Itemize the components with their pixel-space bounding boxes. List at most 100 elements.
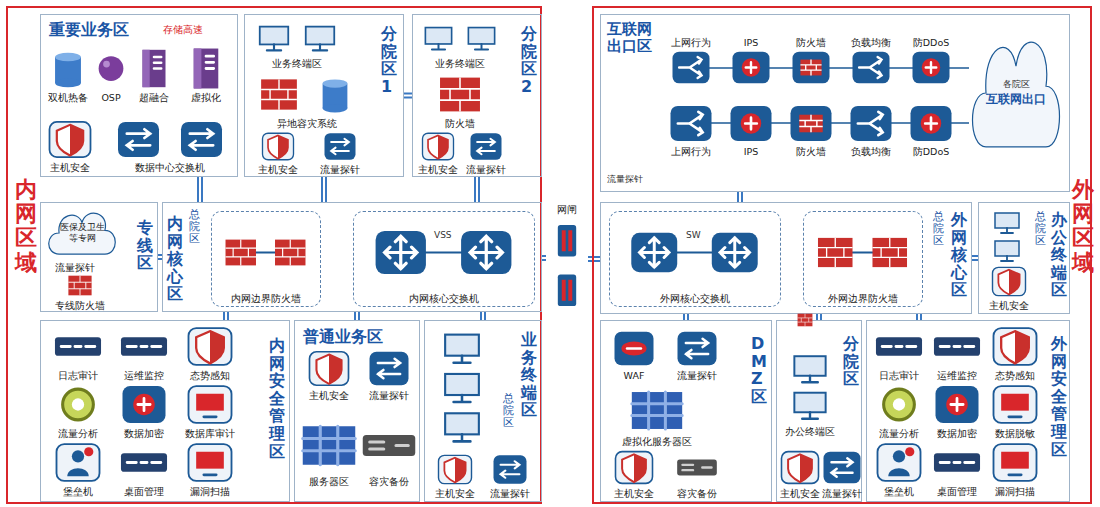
zone-title: 专线区 — [137, 219, 153, 272]
link-connector — [226, 312, 227, 320]
icon-shape — [682, 465, 711, 470]
icon-shape — [363, 435, 416, 456]
device-icon — [45, 273, 115, 298]
cloud-node: 医保及卫生等专网 — [43, 208, 121, 258]
zone-box: 主机安全办公终端区总院区 — [978, 202, 1070, 314]
device-icon — [663, 49, 719, 86]
device-label: 漏洞扫描 — [190, 486, 230, 497]
device-item: 数据加密 — [113, 383, 175, 439]
device-item: 漏洞扫描 — [179, 441, 241, 497]
device-label: 主机安全 — [435, 488, 475, 499]
device-item: 容灾备份 — [667, 449, 727, 499]
zone-box: 业务终端区异地容灾系统主机安全流量探针分院区1 — [244, 14, 404, 177]
device-icon — [903, 49, 959, 86]
device-group: 内网核心交换机VSS — [353, 211, 535, 307]
device-label: 防火墙 — [796, 37, 826, 48]
icon-shape — [632, 392, 682, 429]
icon-shape — [189, 386, 232, 423]
icon-shape — [204, 473, 216, 476]
icon-shape — [733, 52, 770, 84]
icon-shape — [204, 415, 216, 418]
icon-shape — [370, 352, 409, 385]
device-item: 业务终端区 — [251, 21, 343, 69]
device-label: IPS — [744, 37, 759, 48]
icon-shape — [63, 389, 94, 420]
icon-shape — [303, 426, 356, 465]
icon-shape — [49, 213, 116, 254]
icon-shape — [1001, 331, 1029, 363]
device-label: 漏洞扫描 — [995, 486, 1035, 497]
icon-shape — [50, 122, 91, 157]
icon-shape — [189, 328, 232, 365]
icon-shape — [677, 460, 717, 476]
device-item: 容灾备份 — [361, 417, 417, 487]
icon-shape — [731, 106, 772, 141]
icon-shape — [793, 52, 830, 84]
device-label: 异地容灾系统 — [277, 118, 337, 129]
device-icon — [783, 49, 839, 86]
icon-shape — [627, 347, 641, 350]
link-connector — [542, 258, 546, 259]
icon-shape — [995, 241, 1019, 261]
icon-shape — [445, 335, 479, 356]
icon-shape — [994, 444, 1037, 481]
icon-shape — [800, 60, 821, 76]
icon-shape — [370, 352, 409, 385]
icon-shape — [325, 133, 356, 160]
icon-shape — [376, 231, 426, 274]
icon-shape — [370, 442, 409, 449]
icon-shape — [542, 255, 546, 261]
icon-shape — [632, 392, 682, 429]
device-icon — [463, 131, 509, 162]
device-label: 办公终端区 — [785, 426, 835, 437]
icon-shape — [425, 28, 451, 44]
device-item: 流量分析 — [47, 383, 109, 439]
device-icon — [45, 47, 91, 90]
device-label: 流量探针 — [822, 488, 862, 499]
icon-shape — [99, 56, 124, 81]
device-item: 运维监控 — [929, 325, 985, 381]
device-icon — [546, 216, 588, 315]
icon-shape — [313, 44, 327, 50]
icon-shape — [118, 122, 159, 157]
icon-shape — [794, 393, 825, 419]
icon-shape — [893, 398, 905, 410]
device-item: 负载均衡 — [843, 103, 899, 157]
icon-shape — [143, 50, 150, 87]
icon-shape — [363, 435, 416, 456]
icon-shape — [385, 236, 417, 268]
icon-shape — [194, 49, 202, 89]
device-item: 态势感知 — [179, 325, 241, 381]
icon-shape — [445, 374, 479, 395]
device-icon — [663, 103, 719, 144]
icon-shape — [798, 314, 813, 327]
icon-shape — [851, 106, 892, 141]
device-label: 上网行为 — [671, 146, 711, 157]
icon-shape — [878, 444, 921, 481]
device-item: 防火墙 — [417, 73, 503, 129]
device-item: 数据脱敏 — [987, 383, 1043, 439]
device-label: 数据脱敏 — [995, 428, 1035, 439]
icon-shape — [934, 337, 980, 355]
icon-shape — [261, 79, 297, 109]
device-item: 虚拟化服务器区 — [607, 387, 707, 447]
icon-shape — [671, 106, 712, 141]
icon-shape — [934, 453, 980, 471]
icon-shape — [876, 337, 922, 355]
icon-shape — [455, 458, 466, 483]
device-icon — [361, 417, 417, 474]
icon-shape — [68, 276, 91, 296]
icon-shape — [263, 133, 294, 160]
device-item: OSP — [93, 47, 129, 103]
icon-shape — [562, 230, 566, 251]
icon-shape — [876, 337, 922, 355]
device-icon — [903, 103, 959, 144]
icon-shape — [461, 231, 511, 274]
device-item: 虚拟化 — [179, 47, 233, 103]
device-item: 主机安全 — [777, 449, 823, 499]
icon-shape — [745, 118, 757, 130]
device-icon — [113, 383, 175, 426]
device-icon — [667, 449, 727, 486]
device-label: 上网行为 — [671, 37, 711, 48]
icon-shape — [432, 44, 445, 49]
